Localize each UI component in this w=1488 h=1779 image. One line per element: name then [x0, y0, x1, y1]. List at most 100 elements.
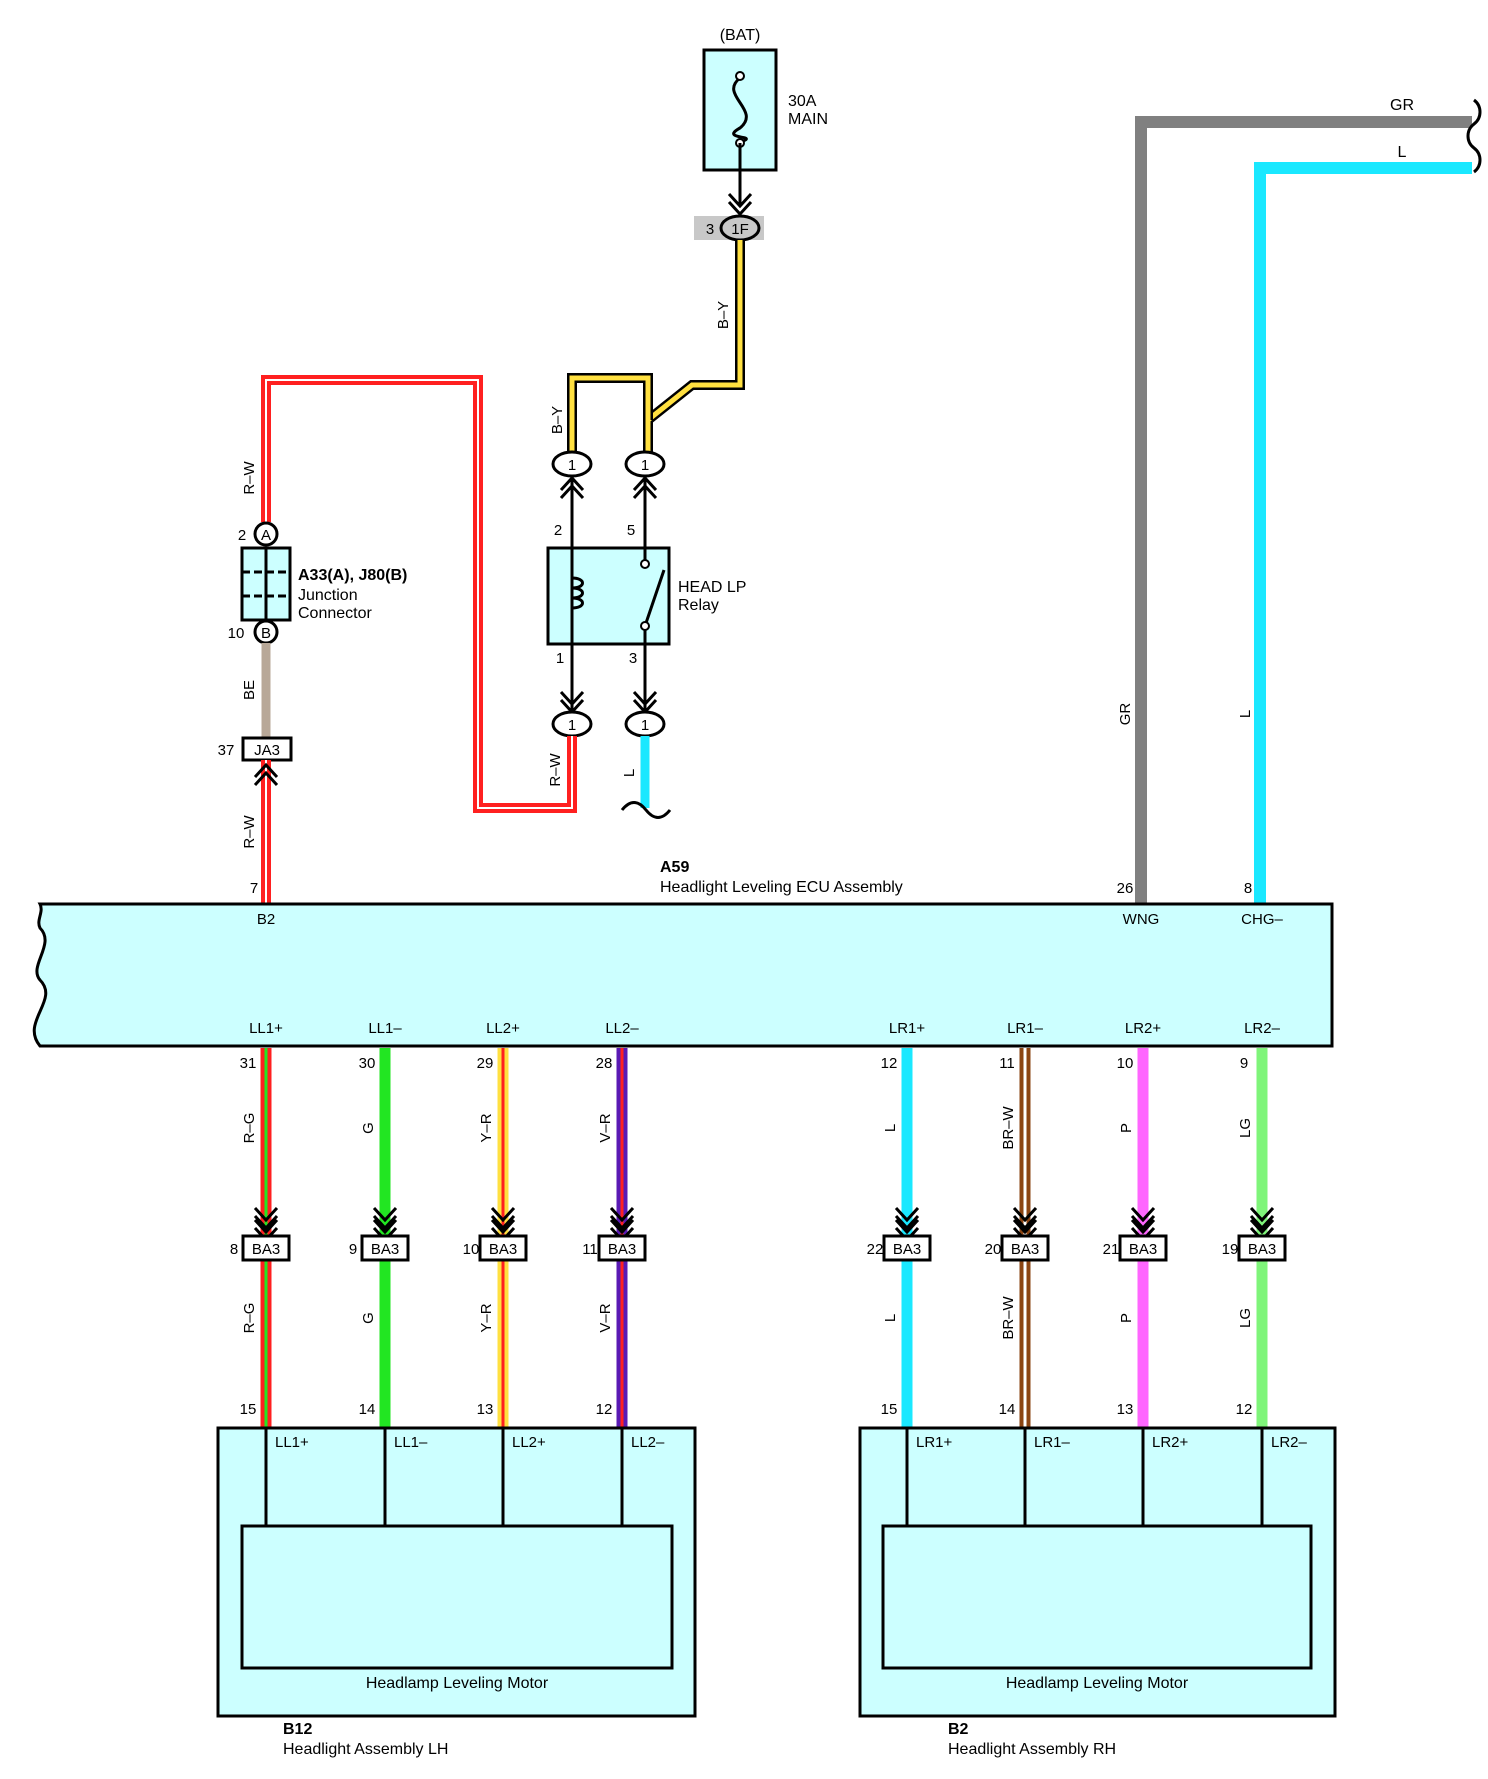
wire-color-label: P — [1118, 1123, 1135, 1133]
ba3-label: BA3 — [893, 1241, 921, 1258]
ba3-label: BA3 — [1011, 1241, 1039, 1258]
ecu-terminal-label: LL2– — [605, 1020, 639, 1037]
wire-label-r-w-ecu: R–W — [241, 814, 258, 848]
ba3-pin: 20 — [985, 1241, 1002, 1258]
ecu-pin-number: 28 — [596, 1055, 613, 1072]
assembly-terminal-label: LR2+ — [1152, 1434, 1189, 1451]
ecu-pin-number: 10 — [1117, 1055, 1134, 1072]
ba3-pin: 21 — [1103, 1241, 1120, 1258]
ba3-connector — [597, 1234, 647, 1262]
assembly-terminal-label: LL2+ — [512, 1434, 546, 1451]
headlight-assembly-lh: Headlamp Leveling Motor B12 Headlight As… — [216, 1426, 697, 1758]
ba3-connector — [360, 1234, 410, 1262]
junction-code: A33(A), J80(B) — [298, 567, 407, 584]
wire-color-label: R–G — [241, 1113, 258, 1144]
ba3-pin: 9 — [349, 1241, 357, 1258]
rh-motor-box — [881, 1524, 1313, 1670]
ecu-pin-number: 31 — [240, 1055, 257, 1072]
ecu-terminal-label: LL1– — [368, 1020, 402, 1037]
wire-label-b-y-1: B–Y — [715, 301, 732, 329]
wire-color-label: BR–W — [1000, 1295, 1017, 1339]
wire-color-label: Y–R — [478, 1303, 495, 1332]
ecu-pin-number: 11 — [999, 1055, 1015, 1072]
ba3-pin: 10 — [463, 1241, 480, 1258]
ba3-connector — [1000, 1234, 1050, 1262]
lh-motor-box — [240, 1524, 674, 1670]
wire-color-label: Y–R — [478, 1113, 495, 1142]
fuse-rating: 30A — [788, 93, 817, 110]
ecu-pin-number: 30 — [359, 1055, 376, 1072]
assembly-terminal-label: LR1– — [1034, 1434, 1071, 1451]
ba3-connector — [1118, 1234, 1168, 1262]
junction-connector: A 2 B 10 A33(A), J80(B) Junction Connect… — [228, 521, 407, 645]
wire-gr — [1135, 116, 1472, 903]
ecu-code: A59 — [660, 859, 689, 876]
ecu-terminal-label: LR2+ — [1125, 1020, 1162, 1037]
wire-color-label: V–R — [597, 1303, 614, 1332]
assembly-pin-number: 12 — [1236, 1401, 1253, 1418]
relay-coil-icon — [571, 576, 584, 610]
wire-color-label: V–R — [597, 1113, 614, 1142]
assembly-pin-number: 15 — [881, 1401, 898, 1418]
wire-label-l-side: L — [1237, 710, 1254, 718]
wire-color-label: G — [360, 1312, 377, 1324]
head-lp-relay: 1 1 2 5 HEAD LP Relay 1 3 1 1 — [546, 450, 746, 738]
svg-text:CHG–: CHG– — [1241, 911, 1283, 928]
ba3-connector — [882, 1234, 932, 1262]
junction-line1: Junction — [298, 587, 358, 604]
assembly-pin-number: 14 — [999, 1401, 1016, 1418]
assembly-terminal-label: LL1+ — [275, 1434, 309, 1451]
svg-text:1: 1 — [641, 457, 649, 474]
assembly-pin-number: 12 — [596, 1401, 613, 1418]
wire-color-label: BR–W — [1000, 1105, 1017, 1149]
ecu-pin-number: 9 — [1240, 1055, 1248, 1072]
wire-label-l-top: L — [1398, 144, 1407, 161]
svg-text:A: A — [261, 527, 271, 544]
ba3-label: BA3 — [1248, 1241, 1276, 1258]
ecu-pin-number: 12 — [881, 1055, 898, 1072]
ecu-terminal-label: LR2– — [1244, 1020, 1281, 1037]
ecu-terminal-label: LR1– — [1007, 1020, 1044, 1037]
rh-name: Headlight Assembly RH — [948, 1741, 1116, 1758]
ba3-pin: 8 — [230, 1241, 238, 1258]
svg-text:1: 1 — [568, 457, 576, 474]
ba3-connector — [241, 1234, 291, 1262]
svg-text:8: 8 — [1244, 880, 1252, 897]
junction-line2: Connector — [298, 605, 372, 622]
wire-l-relay — [620, 736, 672, 819]
svg-text:1: 1 — [568, 717, 576, 734]
svg-text:WNG: WNG — [1123, 911, 1160, 928]
assembly-pin-number: 14 — [359, 1401, 376, 1418]
lh-code: B12 — [283, 1721, 312, 1738]
svg-text:5: 5 — [627, 522, 635, 539]
assembly-pin-number: 13 — [477, 1401, 494, 1418]
wire-label-gr-side: GR — [1117, 703, 1134, 726]
svg-text:B: B — [261, 625, 271, 642]
wire-label-be: BE — [241, 680, 258, 700]
ba3-pin: 19 — [1222, 1241, 1239, 1258]
wire-color-label: LG — [1237, 1308, 1254, 1328]
connector-ja3: JA3 37 — [218, 736, 293, 762]
fuse-name: MAIN — [788, 111, 828, 128]
fuse-element-icon — [732, 76, 748, 144]
headlight-assembly-rh: Headlamp Leveling Motor B2 Headlight Ass… — [858, 1426, 1337, 1758]
svg-text:1: 1 — [556, 650, 564, 667]
ecu-a59: A59 Headlight Leveling ECU Assembly 7 B2… — [32, 859, 1334, 1048]
lh-name: Headlight Assembly LH — [283, 1741, 448, 1758]
wire-label-b-y-2: B–Y — [549, 406, 566, 434]
battery-label: (BAT) — [720, 27, 761, 44]
assembly-terminal-label: LL2– — [631, 1434, 665, 1451]
connector-1f-label: 1F — [731, 221, 749, 238]
svg-text:26: 26 — [1117, 880, 1134, 897]
wire-color-label: R–G — [241, 1303, 258, 1334]
relay-name-2: Relay — [678, 597, 719, 614]
lh-motor-label: Headlamp Leveling Motor — [366, 1675, 549, 1692]
rh-code: B2 — [948, 1721, 969, 1738]
svg-text:7: 7 — [250, 880, 258, 897]
ba3-label: BA3 — [1129, 1241, 1157, 1258]
svg-text:37: 37 — [218, 742, 235, 759]
ba3-label: BA3 — [489, 1241, 517, 1258]
wire-l — [1254, 162, 1472, 903]
assembly-terminal-label: LR1+ — [916, 1434, 953, 1451]
